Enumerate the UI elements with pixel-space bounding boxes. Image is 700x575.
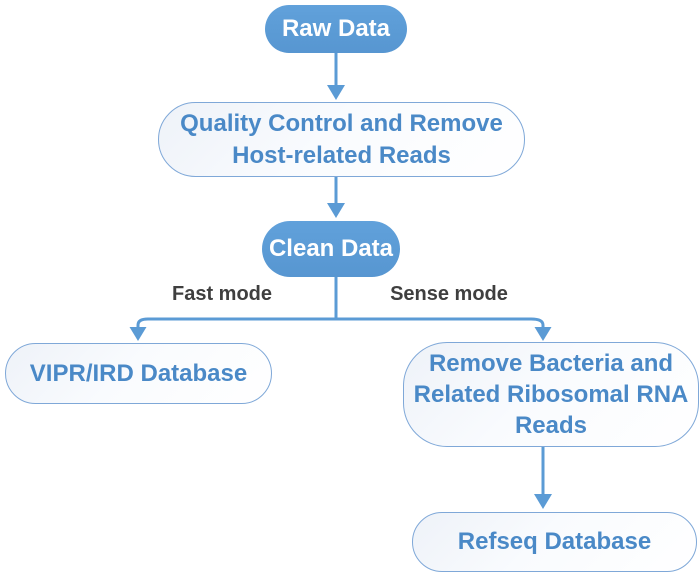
node-raw-data: Raw Data (265, 5, 407, 53)
node-vipr-ird-database: VIPR/IRD Database (5, 343, 272, 404)
node-quality-control: Quality Control and Remove Host-related … (158, 102, 525, 177)
node-clean-data: Clean Data (262, 221, 400, 277)
arrowhead-removebacteria-to-refseq (534, 494, 552, 509)
arrowhead-branch-to-vipr (129, 327, 147, 341)
node-remove-bacteria: Remove Bacteria and Related Ribosomal RN… (403, 342, 699, 447)
arrowhead-qualitycontrol-to-cleandata (327, 203, 345, 218)
arrowhead-branch-to-removebacteria (534, 327, 552, 341)
branch-label-sense-mode: Sense mode (390, 283, 508, 305)
node-refseq-database: Refseq Database (412, 512, 697, 572)
connector-branch-horizontal (136, 317, 545, 329)
branch-label-fast-mode: Fast mode (171, 283, 273, 305)
arrowhead-rawdata-to-qualitycontrol (327, 85, 345, 100)
